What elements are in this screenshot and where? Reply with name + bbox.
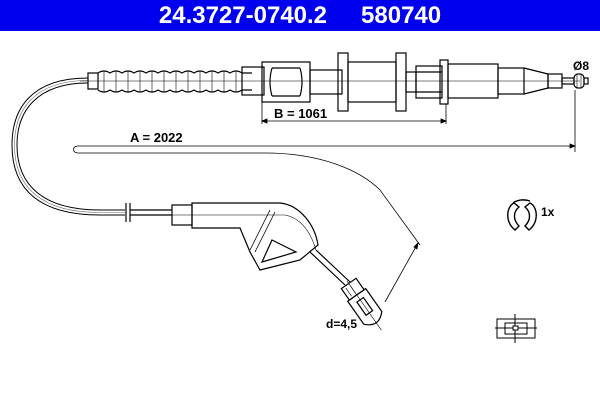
break-marks [125, 203, 172, 222]
adjuster-nut [261, 61, 343, 103]
cable-nipple [573, 73, 589, 89]
cable-loop [11, 77, 125, 216]
dimension-a-label: A = 2022 [130, 130, 183, 145]
clip-quantity: 1x [541, 205, 555, 219]
inner-cable [309, 249, 351, 286]
cable-drawing: Ø8 B = 1061 A = 2022 [11, 52, 589, 343]
dimension-b [260, 102, 448, 124]
mounting-flange [337, 52, 417, 112]
dimension-b-label: B = 1061 [274, 106, 327, 121]
dimension-a [73, 90, 577, 303]
part-number: 24.3727-0740.2 [158, 1, 328, 29]
end-diameter-label: d=4,5 [326, 317, 357, 331]
reference-number: 580740 [361, 1, 442, 29]
cable-end-ferrule [340, 277, 383, 331]
end-fitting [171, 202, 319, 271]
retaining-clip-icon [507, 199, 537, 231]
bellows-boot [87, 66, 265, 96]
lock-nut [415, 59, 575, 105]
nipple-diameter-label: Ø8 [573, 59, 589, 73]
connector-block-icon [495, 314, 537, 343]
title-bar: 24.3727-0740.2 580740 [0, 0, 600, 31]
